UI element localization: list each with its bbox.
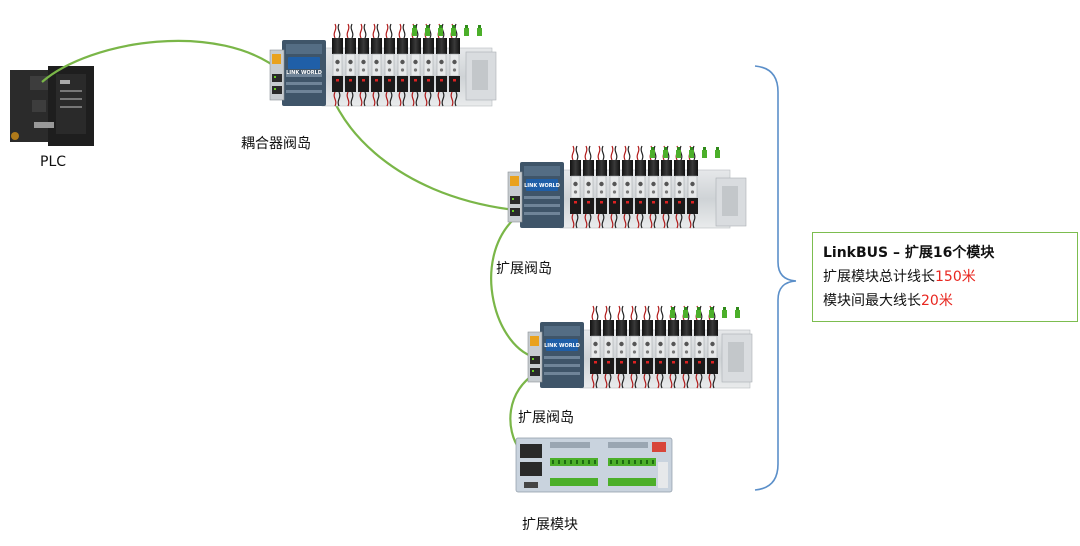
total-cable-length-label: 扩展模块总计线长 [823,269,935,285]
total-cable-length-value: 150米 [935,269,976,285]
expansion-module-device [515,437,673,493]
total-cable-length: 扩展模块总计线长150米 [823,265,1067,289]
coupler-island-label: 耦合器阀岛 [241,136,311,152]
brand-badge-text: LINK WORLD [286,70,322,76]
coupler-valve-island: LINK WORLD [269,23,497,107]
brand-badge-text: LINK WORLD [524,183,560,189]
expansion-island-1-label: 扩展阀岛 [496,261,552,277]
max-cable-length: 模块间最大线长20米 [823,289,1067,313]
expansion-valve-island-2: LINK WORLD [527,305,753,389]
max-cable-length-label: 模块间最大线长 [823,293,921,309]
expansion-valve-island-1: LINK WORLD [507,145,747,229]
grouping-brace [754,65,797,491]
plc-label: PLC [40,154,67,170]
max-cable-length-value: 20米 [921,293,953,309]
info-box-title: LinkBUS – 扩展16个模块 [823,245,995,261]
expansion-module-label: 扩展模块 [522,517,578,533]
cable-expansion-1-to-expansion-2 [490,217,539,360]
brand-badge-text: LINK WORLD [544,343,580,349]
plc-device [10,66,94,146]
expansion-island-2-label: 扩展阀岛 [518,410,574,426]
cable-plc-to-coupler [41,39,283,83]
linkbus-info-box: LinkBUS – 扩展16个模块 扩展模块总计线长150米 模块间最大线长20… [812,232,1078,322]
